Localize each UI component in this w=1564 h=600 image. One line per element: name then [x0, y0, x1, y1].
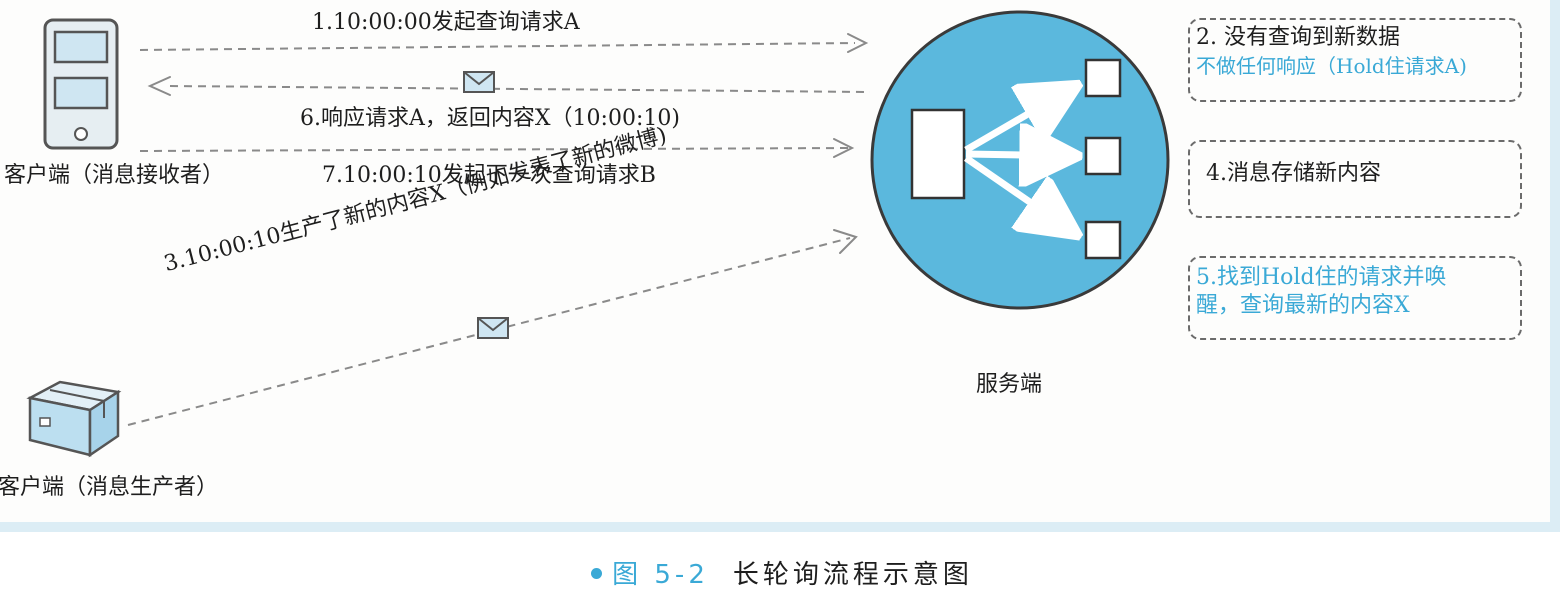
note-wake-request: 5.找到Hold住的请求并唤 醒，查询最新的内容X	[1188, 256, 1522, 340]
phone-icon	[43, 18, 119, 150]
request-a-label: 1.10:00:00发起查询请求A	[312, 10, 580, 35]
note-4-text: 4.消息存储新内容	[1206, 161, 1381, 186]
server-label: 服务端	[976, 372, 1043, 397]
note-no-new-data: 2. 没有查询到新数据 不做任何响应（Hold住请求A)	[1188, 18, 1522, 102]
figure-caption: 图 5-2 长轮询流程示意图	[0, 560, 1564, 590]
arrow-left-icon	[147, 76, 171, 96]
response-a-label: 6.响应请求A，返回内容X（10:00:10)	[300, 106, 680, 131]
bullet-icon	[591, 568, 603, 579]
figure-number: 图 5-2	[612, 560, 709, 590]
envelope-icon	[463, 71, 495, 93]
request-a-line	[139, 42, 856, 51]
request-b-label: 7.10:00:10发起下一次查询请求B	[322, 163, 656, 188]
producer-client-label: 客户端（消息生产者）	[0, 475, 219, 500]
long-polling-diagram	[26, 10, 1170, 458]
produce-line	[127, 237, 851, 426]
request-b-line	[139, 147, 851, 152]
receiver-client-label: 客户端（消息接收者）	[4, 163, 225, 188]
figure-frame	[0, 0, 1560, 532]
note-5-line-2: 醒，查询最新的内容X	[1196, 293, 1410, 318]
server-node	[870, 10, 1170, 310]
package-icon	[26, 380, 122, 458]
arrow-right-icon	[833, 229, 858, 254]
response-line	[169, 85, 871, 93]
figure-title: 长轮询流程示意图	[732, 560, 973, 590]
note-2-text: 2. 没有查询到新数据	[1196, 25, 1400, 50]
note-2-hold-text: 不做任何响应（Hold住请求A)	[1196, 54, 1467, 78]
envelope-icon	[477, 317, 509, 339]
arrow-right-icon	[847, 33, 869, 53]
arrow-right-icon	[833, 138, 855, 158]
note-5-line-1: 5.找到Hold住的请求并唤	[1196, 265, 1447, 290]
note-store-content: 4.消息存储新内容	[1188, 140, 1522, 218]
